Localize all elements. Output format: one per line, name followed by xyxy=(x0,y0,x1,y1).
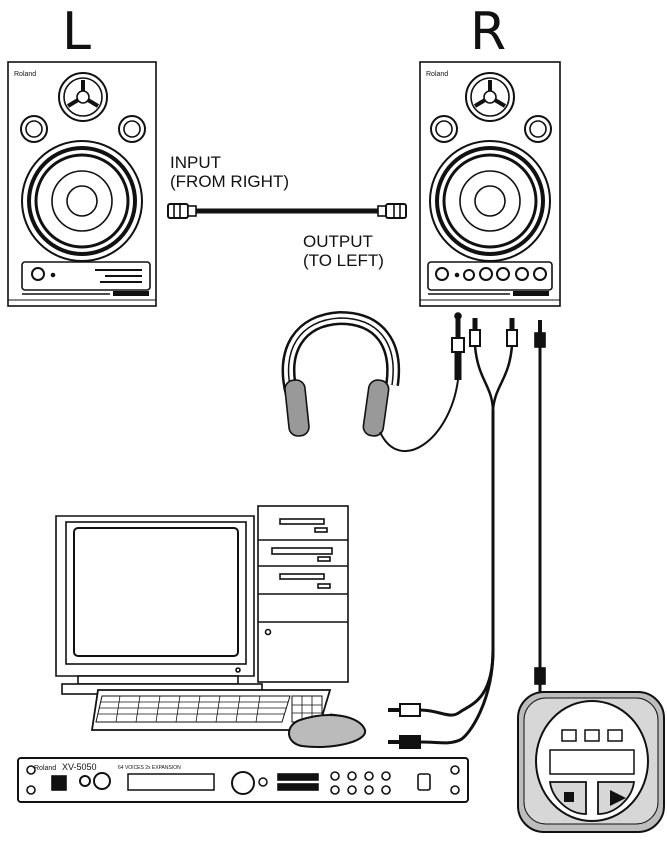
left-speaker-brand: Roland xyxy=(14,71,36,78)
input-label: INPUT (FROM RIGHT) xyxy=(170,153,289,191)
computer-monitor xyxy=(55,515,263,695)
module-subtitle: 64 VOICES 2x EXPANSION xyxy=(118,765,181,771)
rca-y-cable xyxy=(388,318,518,749)
computer-keyboard xyxy=(90,689,332,731)
right-speaker-brand: Roland xyxy=(426,71,448,78)
headphones xyxy=(281,310,465,453)
sound-module xyxy=(17,757,469,803)
output-label: OUTPUT (TO LEFT) xyxy=(303,232,384,270)
right-speaker xyxy=(419,61,561,307)
computer-tower xyxy=(257,505,349,683)
left-channel-label: L xyxy=(62,2,91,62)
portable-player xyxy=(517,691,665,833)
speaker-link-cable xyxy=(167,203,407,219)
right-channel-label: R xyxy=(470,2,507,62)
computer-mouse xyxy=(288,713,367,748)
player-cable xyxy=(534,320,546,692)
module-brand: Roland xyxy=(34,765,56,772)
left-speaker xyxy=(7,61,157,307)
module-model: XV-5050 xyxy=(62,762,97,772)
